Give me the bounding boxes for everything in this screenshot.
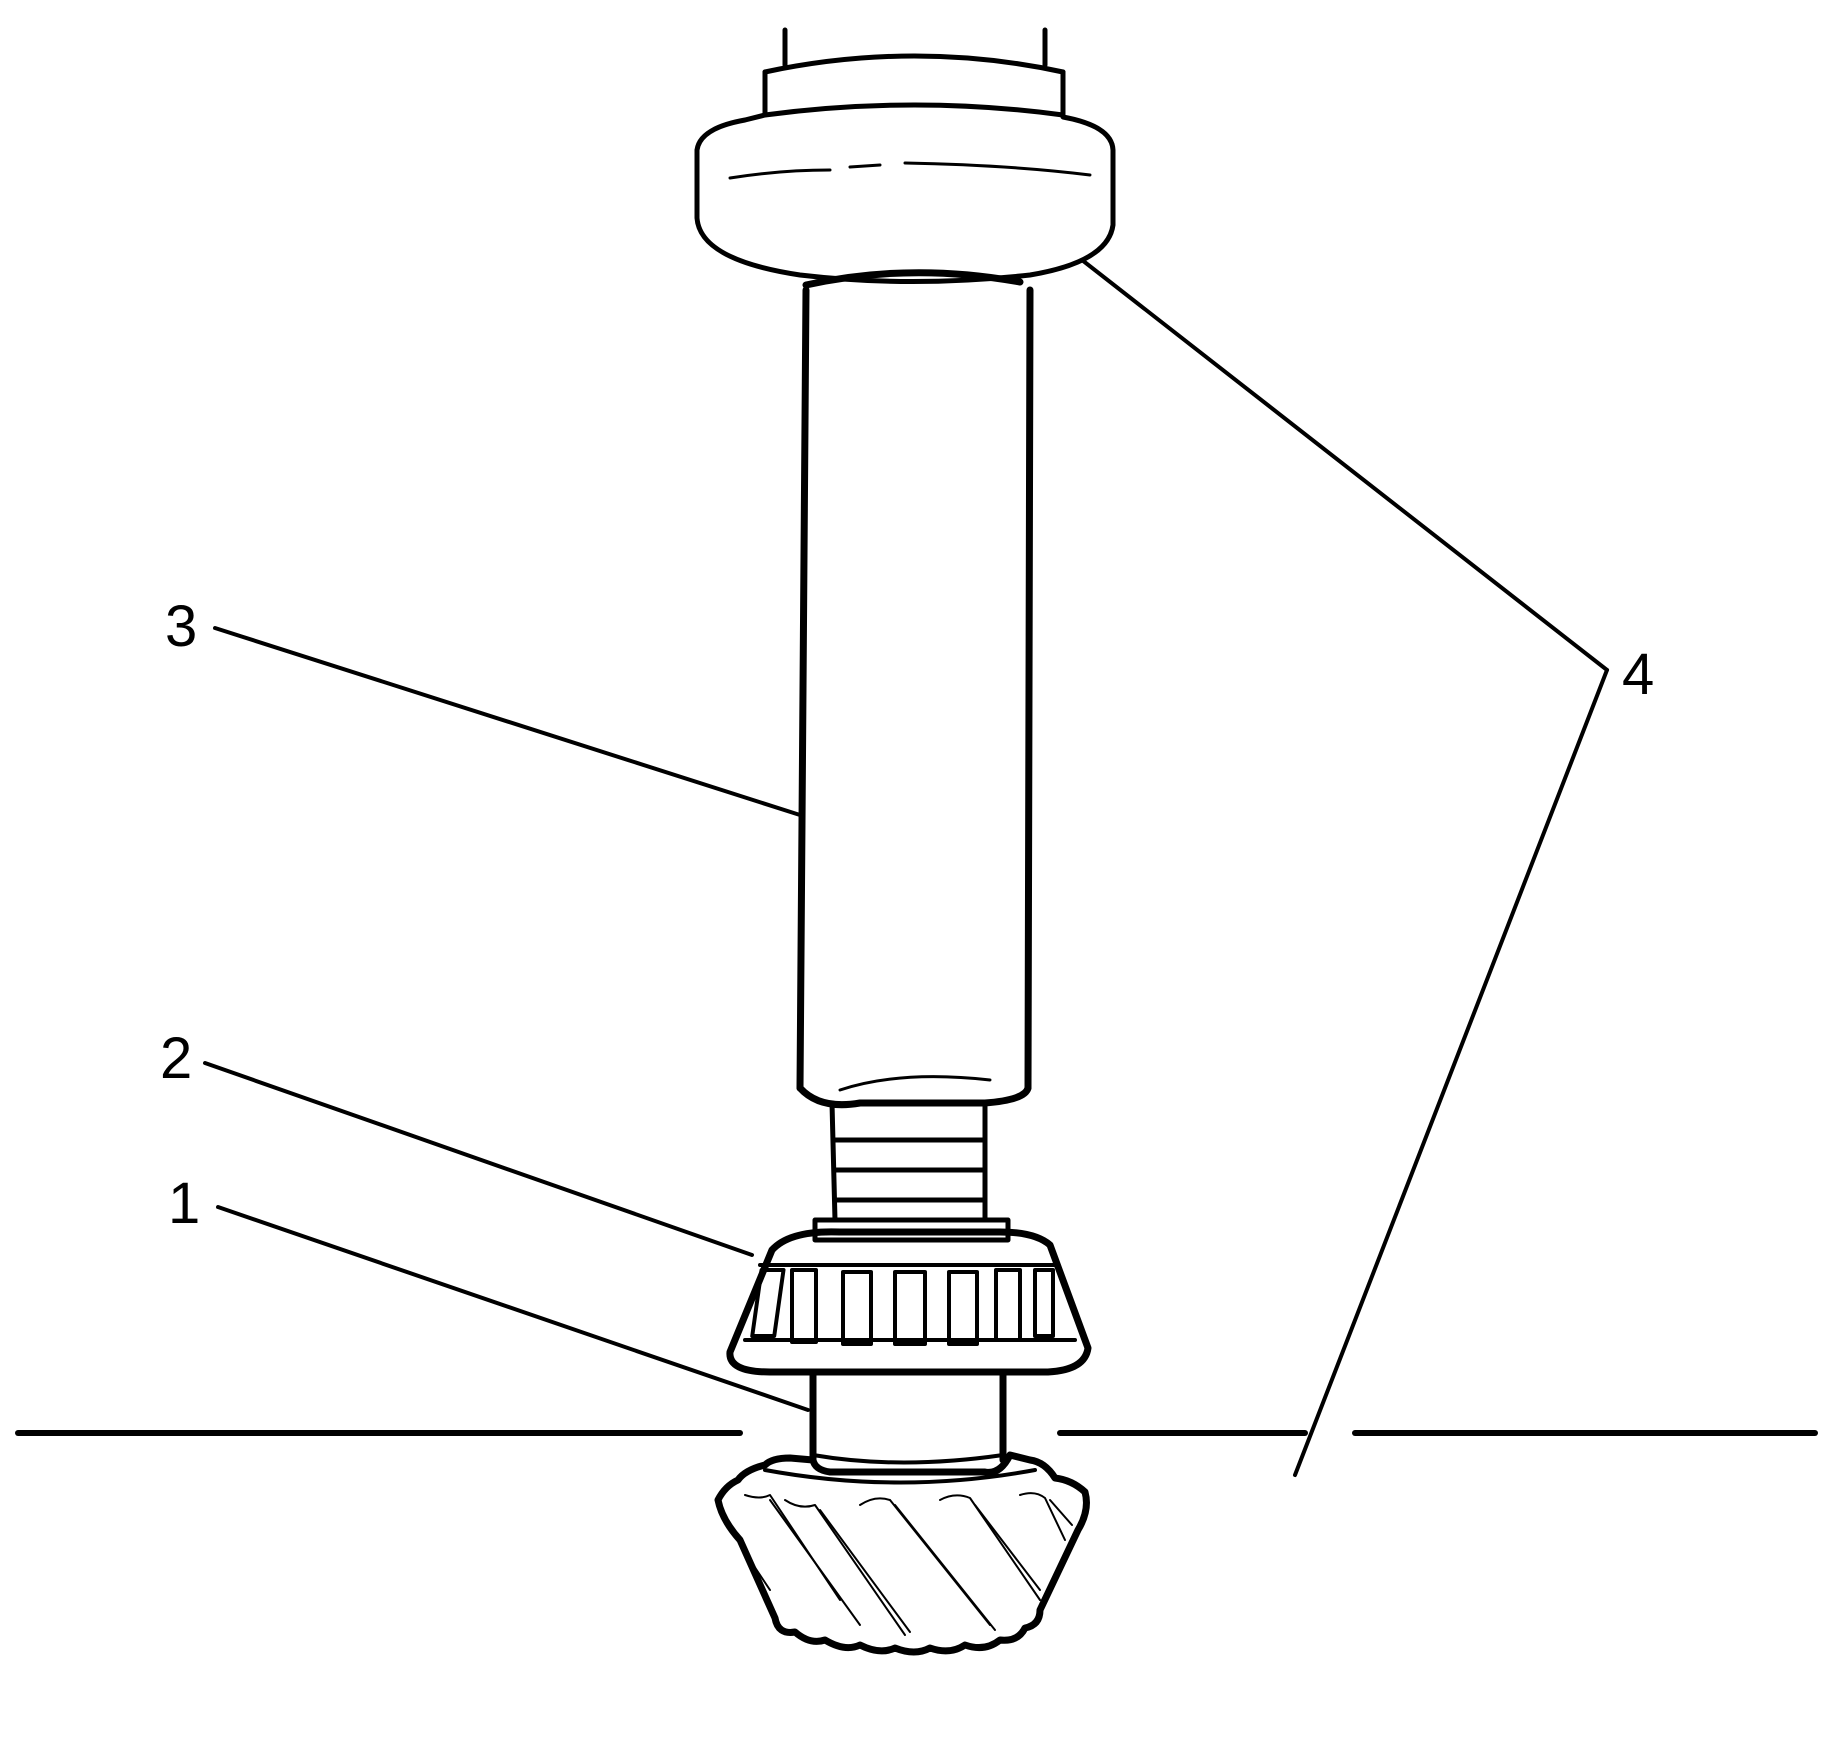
press-plate [694, 112, 1116, 284]
installer-tube [796, 269, 1034, 1109]
leader-line-4b [1293, 668, 1609, 1477]
leader-line-2 [203, 1061, 754, 1257]
pinion-gear [714, 1451, 1090, 1656]
leader-line-4a [1080, 258, 1609, 672]
callout-2: 2 [160, 1026, 193, 1091]
pinion-shaft-upper [812, 1100, 1011, 1243]
pinion-bearing [726, 1228, 1092, 1376]
callout-4: 4 [1622, 642, 1655, 707]
callout-3: 3 [165, 594, 198, 659]
leader-line-1 [216, 1205, 810, 1412]
press-ram [762, 27, 1066, 118]
pinion-shaft-lower [809, 1371, 1007, 1465]
leader-line-3 [213, 626, 802, 817]
callout-1: 1 [168, 1171, 201, 1236]
leader-lines [203, 258, 1609, 1477]
